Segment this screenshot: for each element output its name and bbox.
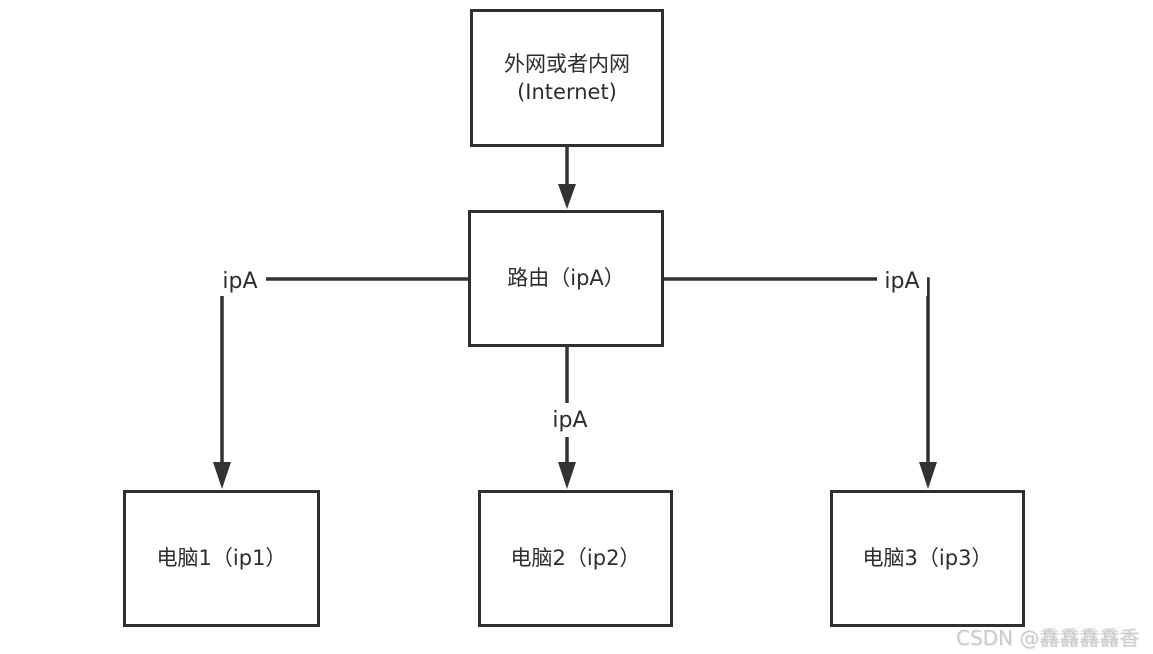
node-pc2-label: 电脑2（ip2） <box>510 546 641 571</box>
node-pc3: 电脑3（ip3） <box>830 490 1025 627</box>
edge-label-ipa-middle: ipA <box>545 403 595 437</box>
edge-label-ipa-right: ipA <box>877 266 927 296</box>
arrowhead-down-icon <box>213 462 231 489</box>
edge-router-to-pc1 <box>213 277 468 489</box>
arrowhead-down-icon <box>558 184 576 209</box>
arrowhead-down-icon <box>558 462 576 489</box>
edge-label-ipa-left: ipA <box>214 266 266 296</box>
node-internet-label-line2: (Internet) <box>517 80 617 104</box>
node-internet-label-line1: 外网或者内网 <box>504 51 630 76</box>
node-pc3-label: 电脑3（ip3） <box>862 546 993 571</box>
edge-internet-to-router <box>558 147 576 209</box>
node-router: 路由（ipA） <box>468 210 664 347</box>
node-pc1: 电脑1（ip1） <box>123 490 320 627</box>
arrowhead-down-icon <box>919 462 937 489</box>
node-pc1-label: 电脑1（ip1） <box>156 546 287 571</box>
node-internet: 外网或者内网 (Internet) <box>470 9 664 147</box>
csdn-watermark: CSDN @馫馫馫馫香 <box>956 626 1140 650</box>
node-pc2: 电脑2（ip2） <box>478 490 673 627</box>
node-router-label: 路由（ipA） <box>507 266 625 291</box>
edge-router-to-pc3 <box>664 277 937 489</box>
